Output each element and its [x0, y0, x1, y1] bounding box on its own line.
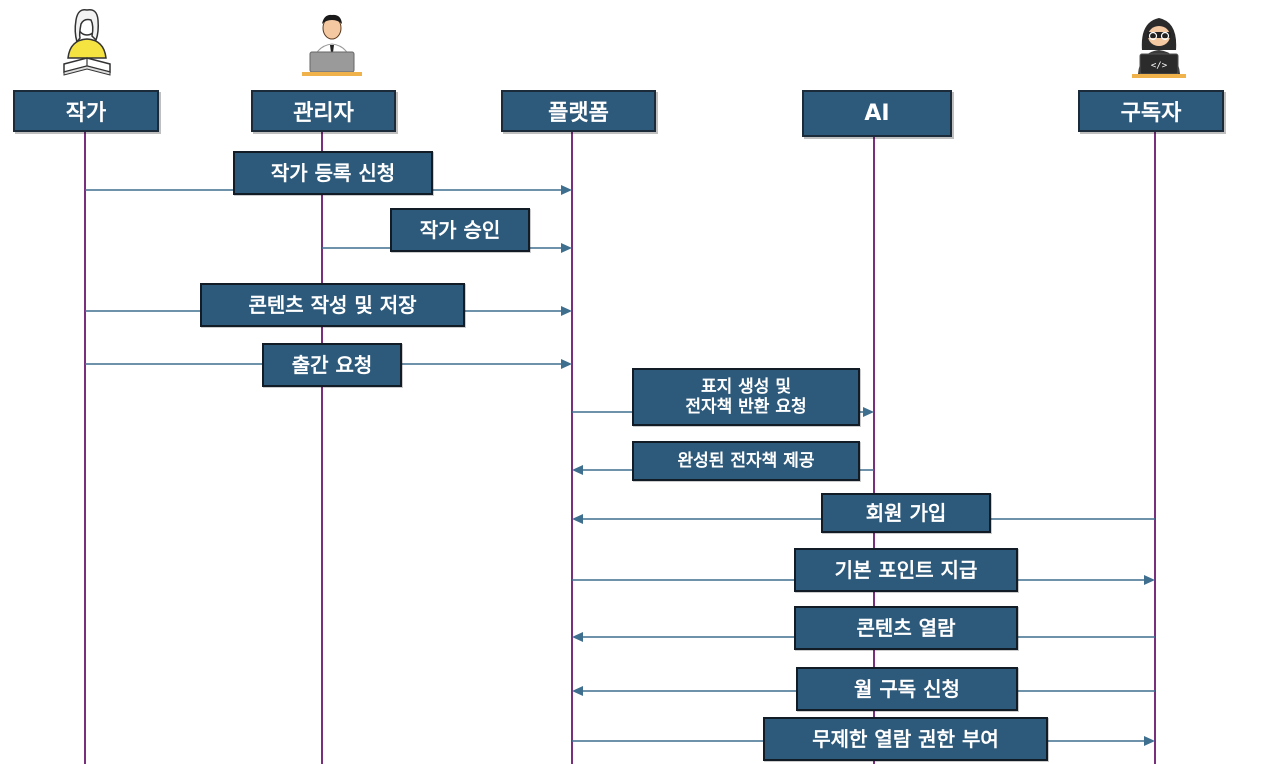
writer-reading-icon: [63, 8, 111, 76]
message-cover-generation-line1: 표지 생성 및: [700, 376, 792, 397]
message-publish-request: 출간 요청: [262, 343, 402, 387]
message-ebook-delivered: 완성된 전자책 제공: [632, 441, 860, 481]
message-points-granted: 기본 포인트 지급: [794, 548, 1018, 592]
message-cover-generation-line2: 전자책 반환 요청: [685, 397, 807, 417]
message-signup: 회원 가입: [821, 493, 991, 533]
message-content-view: 콘텐츠 열람: [794, 606, 1018, 650]
message-unlimited-access: 무제한 열람 권한 부여: [763, 717, 1048, 761]
actor-subscriber: 구독자: [1078, 90, 1224, 132]
message-cover-generation: 표지 생성 및 전자책 반환 요청: [632, 368, 860, 426]
message-content-save: 콘텐츠 작성 및 저장: [200, 283, 465, 327]
actor-ai: AI: [802, 90, 952, 137]
actor-platform: 플랫폼: [501, 90, 656, 132]
subscriber-hacker-icon: </>: [1132, 18, 1186, 78]
message-monthly-subscription: 월 구독 신청: [796, 667, 1018, 711]
actor-admin: 관리자: [251, 90, 396, 132]
svg-text:</>: </>: [1151, 61, 1168, 71]
actor-writer: 작가: [13, 90, 159, 132]
message-writer-registration: 작가 등록 신청: [233, 151, 433, 195]
admin-laptop-icon: [302, 14, 362, 76]
message-writer-approval: 작가 승인: [390, 208, 530, 252]
